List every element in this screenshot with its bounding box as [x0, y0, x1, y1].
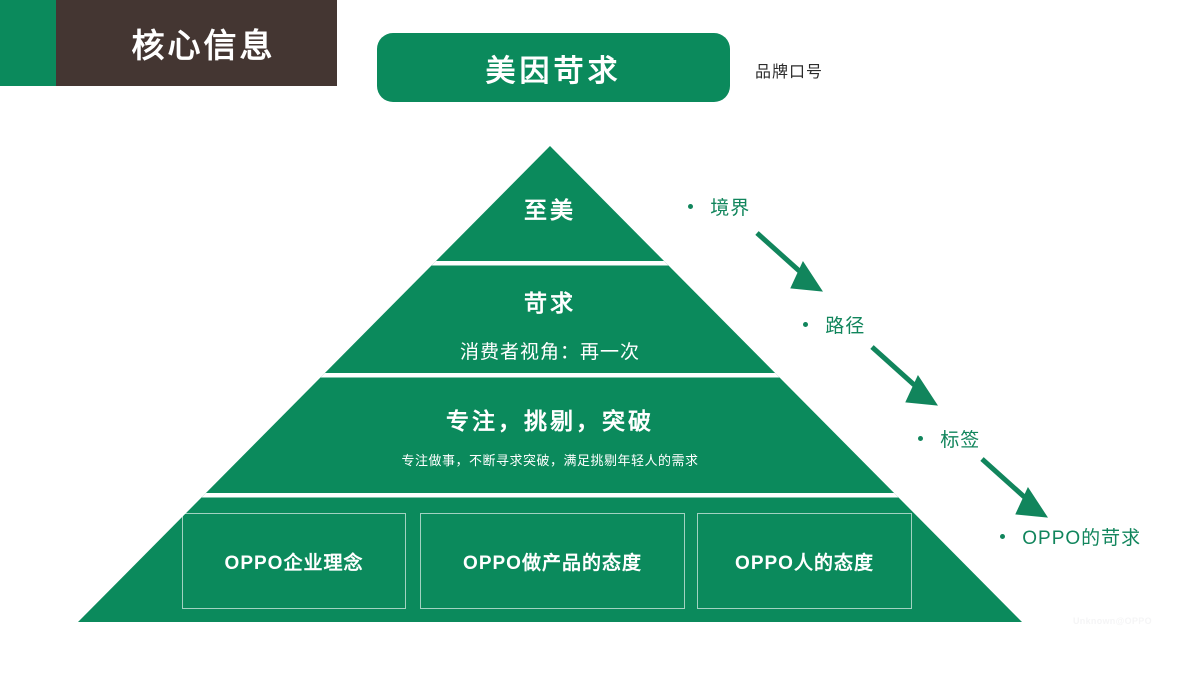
bullet-dot-icon [688, 204, 693, 210]
annotation-item-4: OPPO的苛求 [1000, 523, 1141, 550]
annotation-item-2: 路径 [803, 311, 865, 338]
annotation-label-2: 路径 [825, 316, 866, 337]
header-section-bar: 核心信息 [56, 0, 337, 86]
brand-slogan-caption: 品牌口号 [755, 64, 824, 81]
annotation-item-3: 标签 [918, 425, 980, 452]
pyramid-tier-1-title: 至美 [524, 197, 576, 223]
annotation-arrows [755, 231, 1048, 518]
brand-slogan-text: 美因苛求 [485, 54, 622, 88]
pyramid-divider-2 [78, 373, 1022, 378]
annotation-arrow-2 [870, 345, 938, 406]
pyramid-tier-3-subtitle: 专注做事，不断寻求突破，满足挑剔年轻人的需求 [401, 453, 699, 468]
bullet-dot-icon [803, 322, 808, 328]
annotation-label-3: 标签 [940, 430, 981, 451]
header-green-accent-tab [0, 0, 56, 86]
pyramid-tier-2-title: 苛求 [524, 290, 576, 316]
annotation-arrow-3 [980, 457, 1048, 518]
annotation-item-1: 境界 [688, 193, 750, 220]
watermark: Unknown@OPPO [1073, 616, 1152, 626]
pyramid-divider-1 [78, 261, 1022, 266]
bullet-dot-icon [918, 436, 923, 442]
page-title: 核心信息 [131, 27, 276, 64]
pyramid-base-box-1: OPPO企业理念 [182, 513, 406, 609]
brand-slogan-badge: 美因苛求 [377, 33, 730, 102]
annotation-label-1: 境界 [710, 198, 751, 219]
bullet-dot-icon [1000, 534, 1005, 540]
pyramid-divider-3 [78, 493, 1022, 498]
pyramid-tier-3-title: 专注，挑剔，突破 [446, 408, 654, 434]
pyramid-base-box-3: OPPO人的态度 [697, 513, 912, 609]
annotation-arrow-1 [755, 231, 823, 292]
annotation-label-4: OPPO的苛求 [1022, 528, 1142, 549]
pyramid-base-box-2: OPPO做产品的态度 [420, 513, 685, 609]
pyramid-tier-2-subtitle: 消费者视角：再一次 [459, 342, 641, 363]
